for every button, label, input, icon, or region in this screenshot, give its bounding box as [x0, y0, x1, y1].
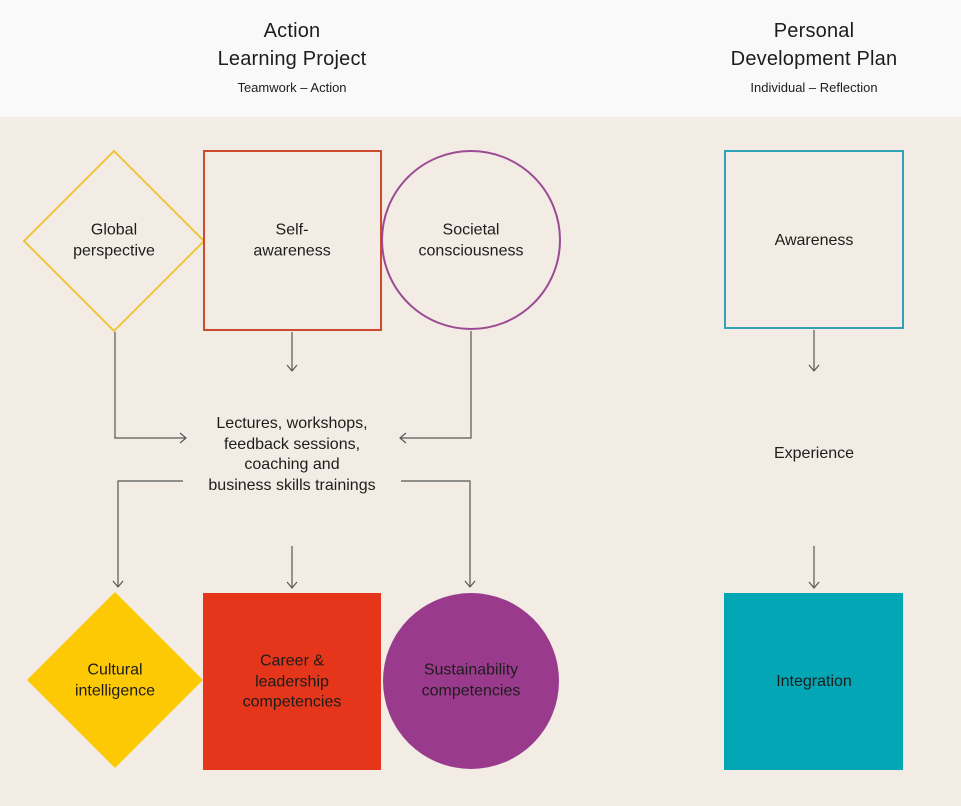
header-action-learning-project: Action Learning Project Teamwork – Actio…	[112, 17, 472, 95]
label-awareness: Awareness	[774, 231, 854, 249]
label-global-perspective: Global perspective	[73, 221, 155, 260]
circle-sustainability	[383, 593, 559, 769]
arrow-trainings-to-circle	[401, 480, 476, 588]
header-subtitle-left: Teamwork – Action	[237, 80, 347, 95]
square-integration	[724, 593, 903, 770]
label-experience: Experience	[773, 444, 855, 462]
header-title-right: Personal Development Plan	[730, 20, 898, 70]
label-cultural-intelligence: Cultural intelligence	[74, 661, 156, 700]
square-self-awareness	[203, 150, 382, 331]
label-sustainability: Sustainability competencies	[421, 661, 521, 700]
circle-societal-consciousness	[381, 150, 561, 330]
label-career-leadership: Career & leadership competencies	[242, 652, 342, 711]
label-societal-consciousness: Societal consciousness	[418, 221, 524, 260]
arrow-trainings-to-diamond	[112, 480, 183, 588]
square-career-leadership	[203, 593, 381, 770]
square-awareness	[724, 150, 904, 329]
header-title-left: Action Learning Project	[217, 20, 367, 70]
arrow-diamond-to-trainings	[114, 332, 187, 444]
arrow-circle-to-trainings	[399, 331, 472, 444]
diamond-cultural-intelligence	[27, 592, 203, 768]
header-band	[0, 0, 961, 117]
diamond-global-perspective	[22, 149, 206, 333]
header-subtitle-right: Individual – Reflection	[750, 80, 878, 95]
label-trainings: Lectures, workshops, feedback sessions, …	[208, 415, 376, 494]
label-self-awareness: Self- awareness	[253, 221, 331, 260]
header-personal-development-plan: Personal Development Plan Individual – R…	[634, 17, 961, 95]
label-integration: Integration	[776, 672, 852, 690]
